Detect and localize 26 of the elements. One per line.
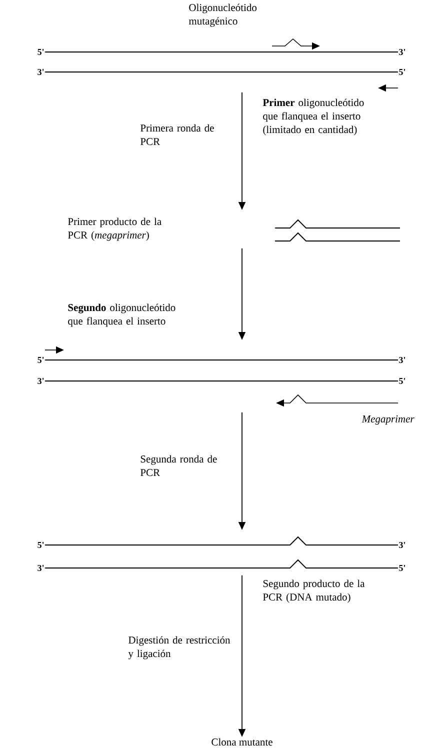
strand-end-label: 3' [399,48,406,56]
primer-label: Segundo oligonucleótido que flanquea el inserto [68,304,176,327]
strand-end-label: 5' [399,565,406,571]
dna-drawing [274,219,400,242]
product-label: Segundo producto de la PCR (DNA mutado) [263,580,365,603]
product-label: Primer producto de la PCR (megaprimer) [68,218,162,241]
strand-end-label: 5' [38,357,44,363]
edge-label: Digestión de restricción y ligación [128,636,230,660]
edge-label: Segunda ronda de PCR [140,455,217,476]
strand-end-label: 5' [38,49,44,55]
result-label: Clona mutante [212,738,272,746]
strand-end-label: 3' [399,542,406,548]
strand-end-label: 3' [399,356,406,364]
primer-label: Oligonucleótido mutagénico [188,4,257,27]
strand-end-label: 5' [399,378,406,384]
strand-end-label: 3' [38,68,44,76]
dna-drawing [44,38,398,92]
dna-drawing [44,346,398,407]
strand-end-label: 3' [38,564,44,572]
edge-label: Primera ronda de PCR [140,124,214,146]
strand-end-label: 5' [399,69,406,75]
dna-drawing [44,536,398,568]
strand-end-label: 5' [38,542,44,548]
primer-label: Primer oligonucleótido que flanquea el inserto (limitado en cantidad) [262,98,364,136]
strand-end-label: 3' [38,378,44,384]
primer-label: Megaprimer [362,415,414,425]
